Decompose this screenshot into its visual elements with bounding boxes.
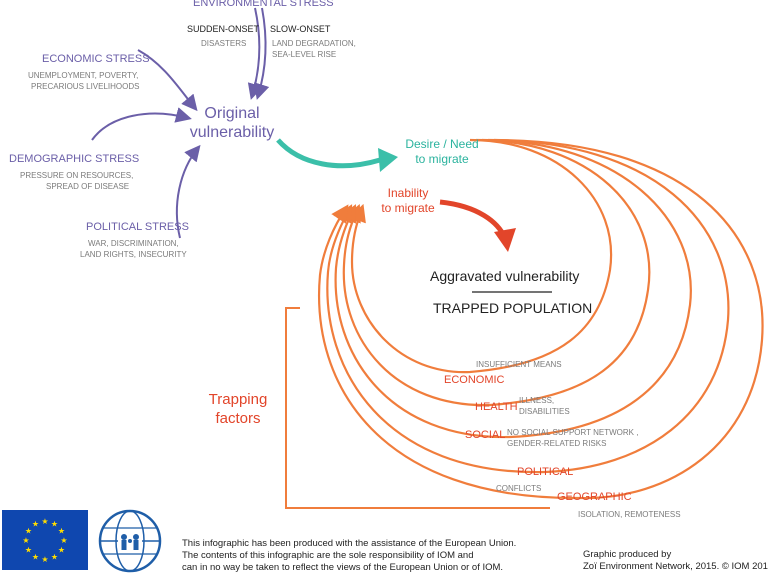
demographic-stress-desc-1: PRESSURE ON RESOURCES,	[20, 171, 134, 180]
arrow-environmental-2	[253, 7, 270, 100]
trapping-bracket	[285, 307, 550, 509]
eu-star-icon: ★	[25, 527, 32, 536]
loop-health	[342, 138, 651, 407]
trapping-line-1: Trapping	[208, 391, 268, 408]
slow-onset-desc-1: LAND DEGRADATION,	[272, 39, 356, 48]
desire-to-migrate-label: Desire / Need to migrate	[398, 137, 486, 167]
original-vulnerability-label: Original vulnerability	[188, 104, 276, 142]
health-factor-desc-1: ILLNESS,	[519, 396, 555, 405]
eu-star-icon: ★	[41, 555, 48, 564]
social-factor-desc-2: GENDER-RELATED RISKS	[507, 439, 607, 448]
arrow-political	[175, 144, 201, 239]
stress-arrows	[91, 7, 270, 239]
sudden-onset-title: SUDDEN-ONSET	[187, 24, 260, 34]
political-stress-title: POLITICAL STRESS	[86, 221, 189, 233]
eu-star-icon: ★	[32, 520, 39, 529]
economic-stress-desc-2: PRECARIOUS LIVELIHOODS	[31, 82, 140, 91]
eu-star-icon: ★	[51, 553, 58, 562]
inability-line-1: Inability	[387, 186, 429, 200]
economic-stress-title: ECONOMIC STRESS	[42, 53, 150, 65]
social-factor-name: SOCIAL	[465, 429, 506, 441]
economic-factor-name: ECONOMIC	[444, 374, 505, 386]
sudden-onset-desc: DISASTERS	[201, 39, 247, 48]
eu-star-icon: ★	[58, 527, 65, 536]
inability-line-2: to migrate	[381, 201, 435, 215]
political-factor-name: POLITICAL	[517, 466, 574, 478]
loop-political	[326, 138, 730, 474]
eu-star-icon: ★	[58, 546, 65, 555]
trapped-population-label: TRAPPED POPULATION	[433, 300, 593, 316]
political-stress-desc-2: LAND RIGHTS, INSECURITY	[80, 250, 187, 259]
disclaimer-line-2: The contents of this infographic are the…	[182, 550, 474, 561]
disclaimer-line-1: This infographic has been produced with …	[182, 538, 517, 549]
credit-line-2: Zoï Environment Network, 2015. © IOM 201…	[583, 561, 768, 572]
inability-to-migrate-label: Inability to migrate	[370, 186, 446, 216]
environmental-stress-title: ENVIRONMENTAL STRESS	[193, 0, 334, 9]
geographic-factor-name: GEOGRAPHIC	[557, 491, 632, 503]
aggravated-vulnerability-label: Aggravated vulnerability	[430, 268, 580, 284]
social-factor-desc-1: NO SOCIAL SUPPORT NETWORK ,	[507, 428, 639, 437]
political-stress-desc-1: WAR, DISCRIMINATION,	[88, 239, 179, 248]
eu-star-icon: ★	[25, 546, 32, 555]
eu-star-icon: ★	[60, 536, 67, 545]
eu-star-icon: ★	[51, 520, 58, 529]
economic-stress-desc-1: UNEMPLOYMENT, POVERTY,	[28, 71, 139, 80]
economic-factor-desc: INSUFFICIENT MEANS	[476, 360, 562, 369]
trapping-line-2: factors	[215, 410, 261, 427]
original-line-2: vulnerability	[189, 124, 275, 141]
disclaimer-line-3: can in no way be taken to reflect the vi…	[182, 562, 504, 573]
political-factor-desc: CONFLICTS	[496, 484, 542, 493]
arrow-demographic	[91, 107, 192, 141]
loop-economic	[349, 138, 613, 374]
loop-social	[334, 138, 692, 439]
original-line-1: Original	[204, 105, 260, 122]
arrow-desire	[276, 138, 381, 169]
eu-star-icon: ★	[22, 536, 29, 545]
eu-flag-logo: ★★★★★★★★★★★★	[2, 510, 88, 570]
iom-logo	[98, 509, 162, 573]
credit-line-1: Graphic produced by	[583, 549, 672, 560]
health-factor-desc-2: DISABILITIES	[519, 407, 570, 416]
arrow-environmental-1	[247, 7, 264, 100]
eu-star-icon: ★	[32, 553, 39, 562]
demographic-stress-title: DEMOGRAPHIC STRESS	[9, 153, 140, 165]
trapping-loops	[318, 138, 764, 500]
demographic-stress-desc-2: SPREAD OF DISEASE	[46, 182, 130, 191]
geographic-factor-desc: ISOLATION, REMOTENESS	[578, 510, 681, 519]
arrow-economic	[137, 49, 198, 112]
eu-star-icon: ★	[41, 517, 48, 526]
loop-geographic	[318, 138, 764, 500]
desire-line-2: to migrate	[415, 152, 469, 166]
trapping-factors-label: Trapping factors	[200, 390, 276, 428]
slow-onset-desc-2: SEA-LEVEL RISE	[272, 50, 337, 59]
desire-line-1: Desire / Need	[405, 137, 479, 151]
slow-onset-title: SLOW-ONSET	[270, 24, 331, 34]
health-factor-name: HEALTH	[475, 401, 518, 413]
